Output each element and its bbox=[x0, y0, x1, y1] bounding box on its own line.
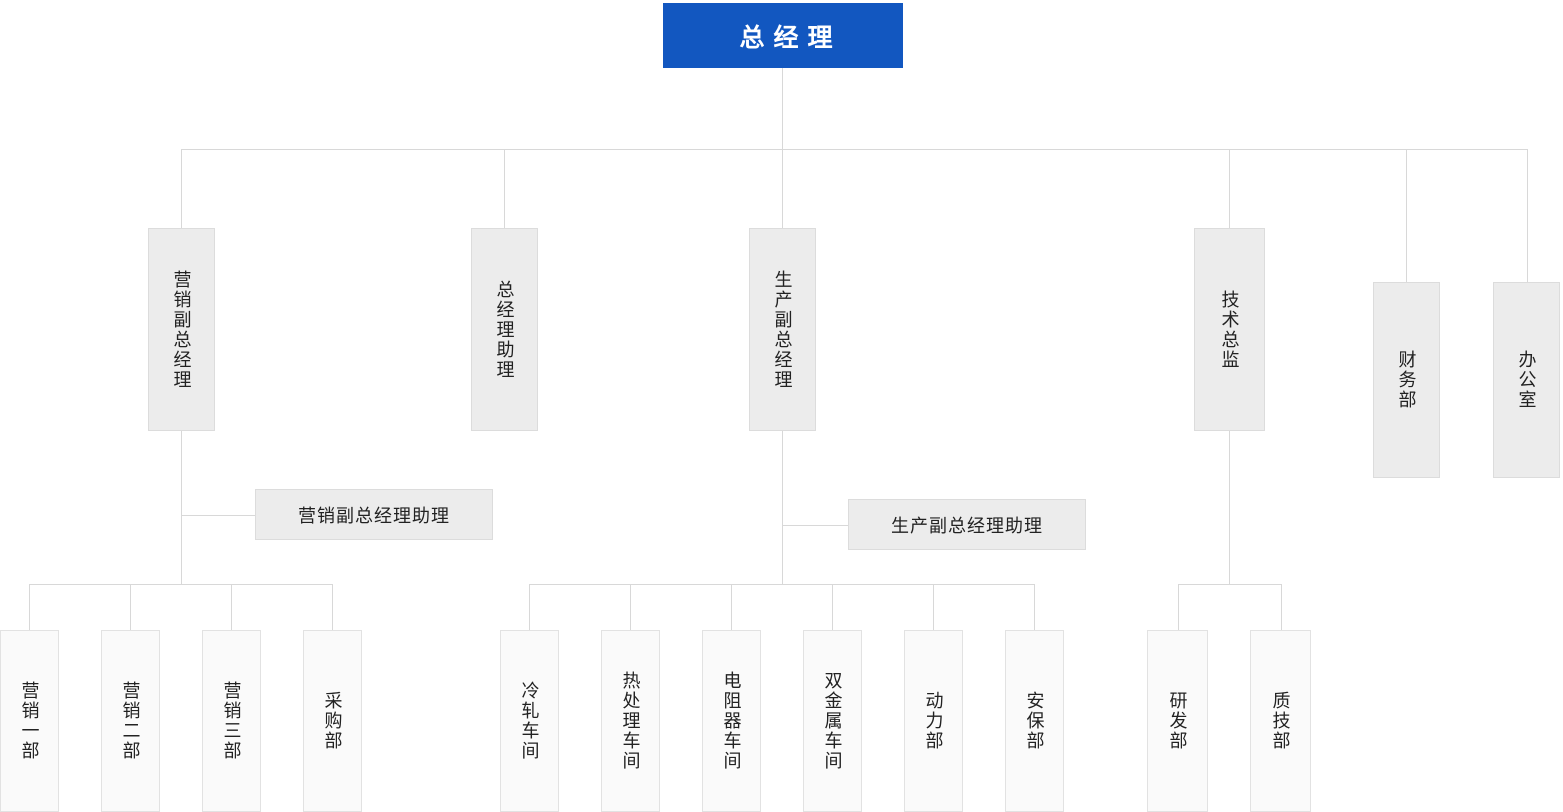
connector-drop-cold-rolling bbox=[529, 584, 530, 630]
connector-drop-security bbox=[1034, 584, 1035, 630]
node-office-dept[interactable]: 办公室 bbox=[1493, 282, 1560, 478]
connector-drop-power bbox=[933, 584, 934, 630]
connector-drop-sales-1 bbox=[29, 584, 30, 630]
node-security[interactable]: 安保部 bbox=[1005, 630, 1064, 812]
connector-drop-bimetal bbox=[832, 584, 833, 630]
node-label-marketing-vp-assistant: 营销副总经理助理 bbox=[298, 505, 450, 526]
node-label-production-vp-assistant: 生产副总经理助理 bbox=[891, 515, 1043, 536]
connector-marketing-children-bus bbox=[29, 584, 332, 585]
node-sales-1[interactable]: 营销一部 bbox=[0, 630, 59, 812]
node-bimetal[interactable]: 双金属车间 bbox=[803, 630, 862, 812]
node-sales-2[interactable]: 营销二部 bbox=[101, 630, 160, 812]
node-production-vp-assistant[interactable]: 生产副总经理助理 bbox=[848, 499, 1086, 550]
connector-production-vp-stem bbox=[782, 431, 783, 584]
connector-drop-tech-director bbox=[1229, 149, 1230, 228]
node-sales-3[interactable]: 营销三部 bbox=[202, 630, 261, 812]
node-label-resistor: 电阻器车间 bbox=[721, 671, 742, 771]
node-marketing-vp-assistant[interactable]: 营销副总经理助理 bbox=[255, 489, 493, 540]
node-label-general-manager: 总 经 理 bbox=[739, 23, 834, 52]
connector-drop-resistor bbox=[731, 584, 732, 630]
connector-drop-gm-assistant bbox=[504, 149, 505, 228]
node-power[interactable]: 动力部 bbox=[904, 630, 963, 812]
node-label-power: 动力部 bbox=[923, 691, 944, 751]
node-label-cold-rolling: 冷轧车间 bbox=[519, 681, 540, 761]
node-label-gm-assistant: 总经理助理 bbox=[494, 279, 515, 380]
connector-drop-quality-tech bbox=[1281, 584, 1282, 630]
connector-marketing-vp-assistant-branch bbox=[181, 515, 255, 516]
node-label-sales-2: 营销二部 bbox=[120, 681, 141, 761]
node-heat-treatment[interactable]: 热处理车间 bbox=[601, 630, 660, 812]
node-general-manager[interactable]: 总 经 理 bbox=[663, 3, 903, 68]
node-marketing-vp[interactable]: 营销副总经理 bbox=[148, 228, 215, 431]
connector-drop-sales-2 bbox=[130, 584, 131, 630]
connector-marketing-vp-stem bbox=[181, 431, 182, 585]
node-label-finance-dept: 财务部 bbox=[1396, 350, 1417, 410]
connector-main-bus bbox=[181, 149, 1528, 150]
node-resistor[interactable]: 电阻器车间 bbox=[702, 630, 761, 812]
node-label-purchasing: 采购部 bbox=[322, 691, 343, 751]
node-label-security: 安保部 bbox=[1024, 691, 1045, 751]
node-label-sales-3: 营销三部 bbox=[221, 681, 242, 761]
connector-drop-office-dept bbox=[1527, 149, 1528, 282]
connector-drop-heat-treatment bbox=[630, 584, 631, 630]
connector-drop-marketing-vp bbox=[181, 149, 182, 228]
node-cold-rolling[interactable]: 冷轧车间 bbox=[500, 630, 559, 812]
connector-production-vp-assistant-branch bbox=[782, 525, 848, 526]
node-label-bimetal: 双金属车间 bbox=[822, 671, 843, 771]
node-label-marketing-vp: 营销副总经理 bbox=[171, 269, 192, 390]
connector-drop-rnd bbox=[1178, 584, 1179, 630]
node-gm-assistant[interactable]: 总经理助理 bbox=[471, 228, 538, 431]
node-label-office-dept: 办公室 bbox=[1516, 350, 1537, 410]
node-label-heat-treatment: 热处理车间 bbox=[620, 671, 641, 771]
node-tech-director[interactable]: 技术总监 bbox=[1194, 228, 1265, 431]
connector-production-children-bus bbox=[529, 584, 1035, 585]
node-rnd[interactable]: 研发部 bbox=[1147, 630, 1208, 812]
connector-drop-production-vp bbox=[782, 149, 783, 228]
node-label-tech-director: 技术总监 bbox=[1219, 289, 1240, 370]
connector-technology-children-bus bbox=[1178, 584, 1281, 585]
connector-drop-sales-3 bbox=[231, 584, 232, 630]
node-quality-tech[interactable]: 质技部 bbox=[1250, 630, 1311, 812]
connector-drop-finance-dept bbox=[1406, 149, 1407, 282]
node-purchasing[interactable]: 采购部 bbox=[303, 630, 362, 812]
node-label-sales-1: 营销一部 bbox=[19, 681, 40, 761]
node-label-rnd: 研发部 bbox=[1167, 691, 1188, 751]
node-label-quality-tech: 质技部 bbox=[1270, 691, 1291, 751]
node-finance-dept[interactable]: 财务部 bbox=[1373, 282, 1440, 478]
connector-tech-director-stem bbox=[1229, 431, 1230, 584]
connector-root-drop bbox=[782, 68, 783, 149]
node-production-vp[interactable]: 生产副总经理 bbox=[749, 228, 816, 431]
node-label-production-vp: 生产副总经理 bbox=[772, 269, 793, 390]
connector-drop-purchasing bbox=[332, 584, 333, 630]
